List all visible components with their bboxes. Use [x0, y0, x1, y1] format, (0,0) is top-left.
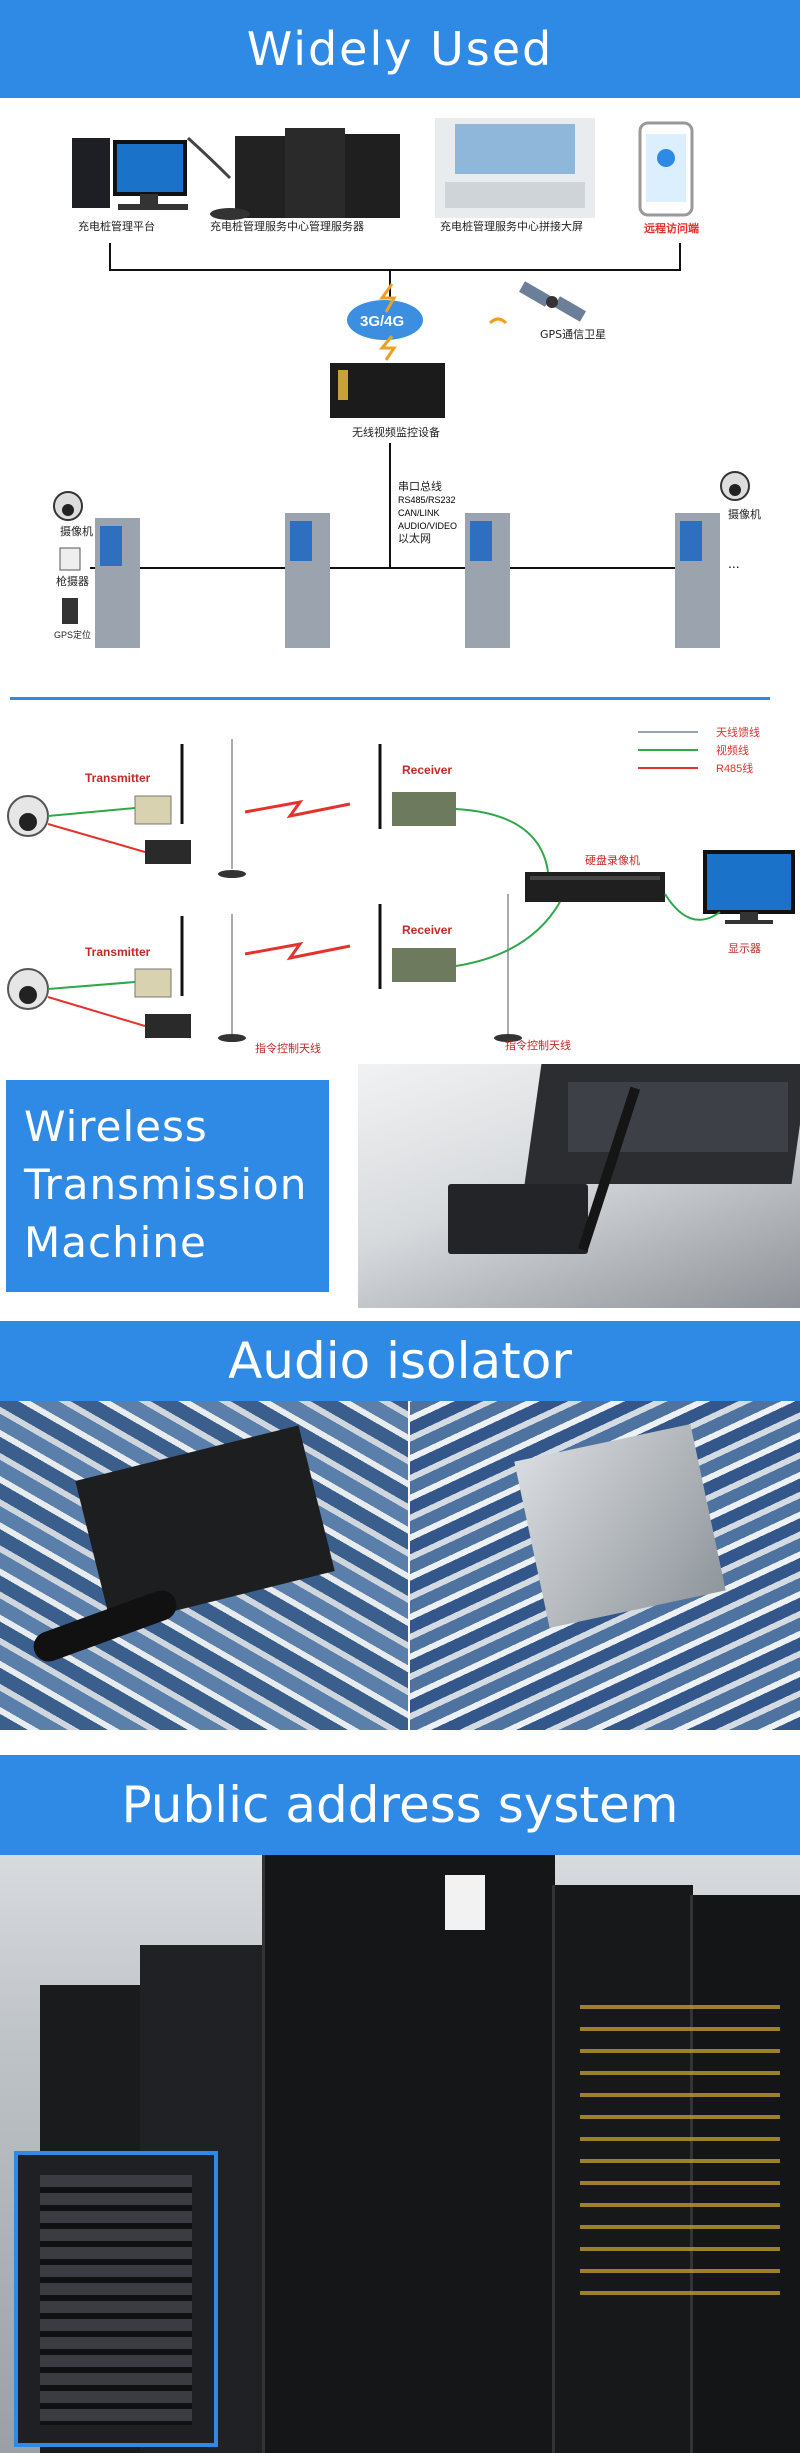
rack-front-1-shape	[262, 1855, 555, 2453]
wireless-device-photo	[358, 1064, 800, 1308]
legend-feeder: 天线馈线	[716, 725, 760, 739]
label-camera-right: 摄像机	[728, 507, 761, 521]
label-monitor: 显示器	[728, 942, 761, 955]
label-camera-left: 摄像机	[60, 524, 93, 538]
server-room-photo	[0, 1855, 800, 2453]
wireless-line-3: Machine	[24, 1218, 207, 1267]
signal-bolt-icon	[244, 799, 351, 819]
label-gun: 枪摄器	[56, 574, 89, 588]
ptz-camera-icon	[7, 795, 49, 1010]
label-wall: 充电桩管理服务中心拼接大屏	[440, 219, 583, 233]
label-servers: 充电桩管理服务中心管理服务器	[210, 219, 364, 233]
wireless-device-icon	[330, 363, 445, 418]
audio-isolator-photo-right	[410, 1401, 800, 1730]
dvr-icon	[525, 872, 665, 902]
banner-widely-used: Widely Used	[0, 0, 800, 98]
wireless-title-box: Wireless Transmission Machine	[6, 1080, 329, 1292]
inset-rack-photo	[14, 2151, 218, 2447]
legend-r485: R485线	[716, 761, 753, 775]
legend-video: 视频线	[716, 743, 749, 757]
banner-audio-isolator: Audio isolator	[0, 1321, 800, 1401]
keyboard-shape	[568, 1082, 788, 1152]
wireless-line-1: Wireless	[24, 1102, 208, 1151]
label-platform: 充电桩管理平台	[78, 219, 155, 233]
audio-isolator-photo-left	[0, 1401, 408, 1730]
label-transmitter-bottom: Transmitter	[85, 945, 151, 959]
antenna-icon	[218, 739, 522, 1042]
monitor-icon	[703, 850, 795, 924]
charging-pile-icon	[95, 513, 720, 648]
rack-cables-shape	[580, 2005, 780, 2305]
label-network: 3G/4G	[360, 313, 404, 330]
isolator-box-shape	[75, 1425, 335, 1627]
banner-public-address: Public address system	[0, 1755, 800, 1855]
label-gps: GPS通信卫星	[540, 328, 606, 341]
label-transmitter-top: Transmitter	[85, 771, 151, 785]
receiver-icon	[378, 744, 456, 989]
label-dvr: 硬盘录像机	[585, 853, 640, 867]
label-antenna-right: 指令控制天线	[505, 1038, 571, 1052]
bus-line-4: 以太网	[398, 532, 431, 545]
bus-line-2: CAN/LINK	[398, 508, 440, 518]
label-receiver-top: Receiver	[402, 763, 452, 777]
phone-icon	[638, 121, 694, 217]
inset-rack-units	[40, 2175, 192, 2425]
label-remote: 远程访问端	[644, 221, 699, 235]
bus-line-3: AUDIO/VIDEO	[398, 521, 457, 531]
gps-module-icon	[62, 598, 78, 624]
bus-line-1: RS485/RS232	[398, 495, 456, 505]
wireless-line-2: Transmission	[24, 1160, 308, 1209]
computer-icon	[72, 138, 188, 210]
label-device: 无线视频监控设备	[352, 425, 440, 439]
bus-line-0: 串口总线	[398, 479, 442, 493]
charging-monitor-diagram: 充电桩管理平台 充电桩管理服务中心管理服务器 充电桩管理服务中心拼接大屏 远程访…	[53, 118, 761, 648]
camera-icon	[53, 471, 750, 521]
label-antenna-left: 指令控制天线	[255, 1041, 321, 1055]
video-wall-icon	[435, 118, 595, 218]
label-gps-pos: GPS定位	[54, 629, 91, 640]
rack-paper-shape	[445, 1875, 485, 1930]
banner-title: Widely Used	[246, 22, 554, 76]
signal-bolt-icon	[244, 941, 351, 961]
banner-title: Public address system	[121, 1776, 679, 1834]
wireless-transmission-diagram: 天线馈线 视频线 R485线 Transmitter Transmitter R…	[7, 725, 795, 1055]
device-box-shape	[448, 1184, 588, 1254]
section-divider	[10, 697, 770, 700]
label-receiver-bottom: Receiver	[402, 923, 452, 937]
server-icon	[186, 128, 400, 220]
satellite-icon	[488, 281, 586, 325]
transmitter-icon	[134, 744, 191, 1038]
sensor-icon	[59, 547, 81, 571]
cloud-icon	[347, 300, 423, 340]
label-ellipsis: ...	[728, 555, 740, 571]
isolator-silver-shape	[514, 1424, 726, 1628]
banner-title: Audio isolator	[228, 1332, 572, 1390]
